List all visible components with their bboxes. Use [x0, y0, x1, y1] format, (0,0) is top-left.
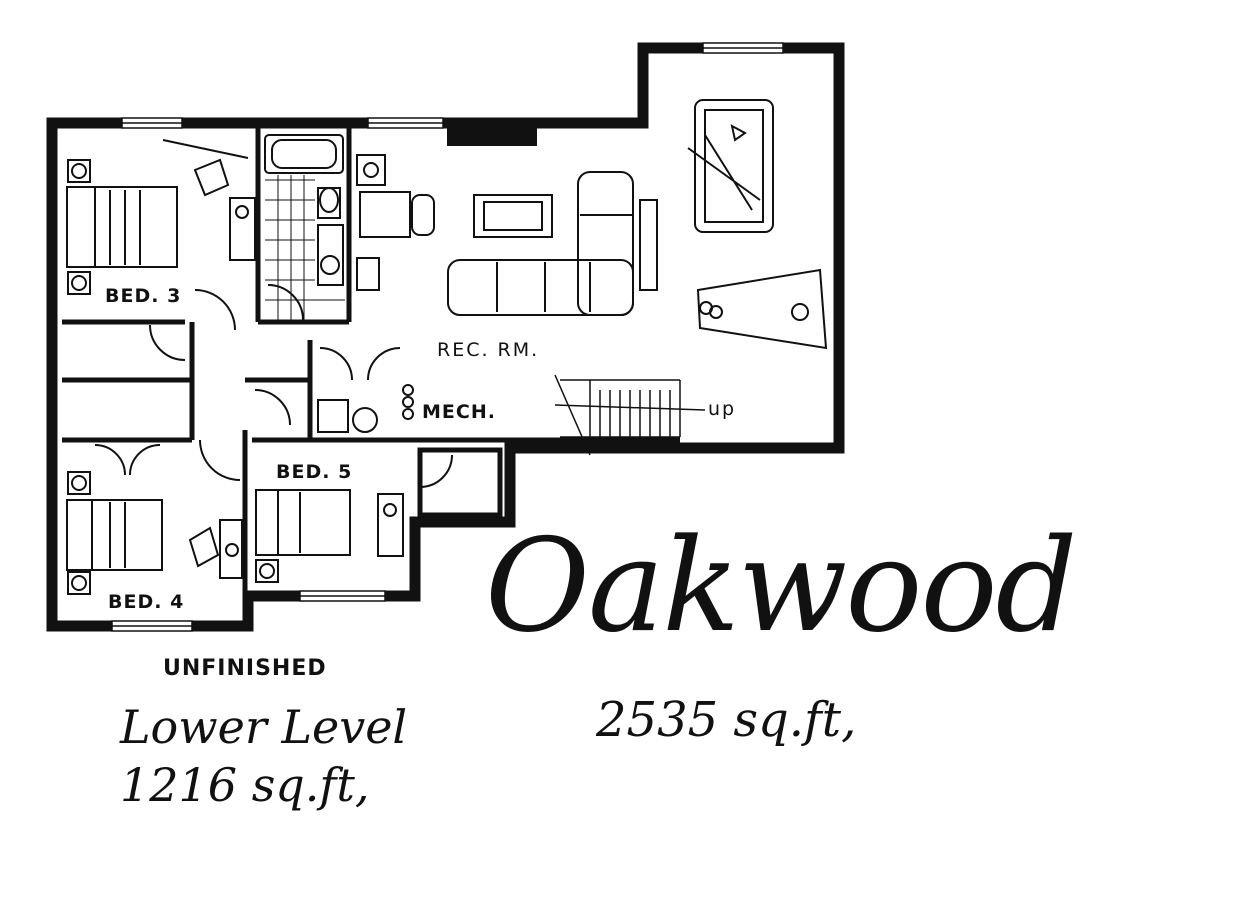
windows: [111, 42, 784, 632]
mech-label: MECH.: [422, 401, 496, 423]
house-name: Oakwood: [485, 512, 1077, 661]
stair-up-label: up: [708, 398, 736, 420]
bathroom-fixtures: [264, 134, 344, 321]
level-status: UNFINISHED: [163, 656, 327, 681]
bed-5-furniture: [255, 454, 453, 583]
exterior-walls: [46, 42, 845, 632]
fireplace: [447, 128, 537, 146]
bed-5-label: BED. 5: [276, 461, 352, 483]
level-area: 1216 sq.ft,: [120, 758, 370, 812]
bed-4-label: BED. 4: [108, 591, 184, 613]
rec-room-furniture: [356, 99, 828, 350]
mech-equipment: [317, 347, 414, 433]
house-total-area: 2535 sq.ft,: [596, 692, 857, 748]
bed-4-furniture: [66, 444, 243, 595]
bathroom-tile: [265, 175, 345, 320]
stairs: [554, 374, 706, 456]
hallway-doors: [149, 289, 291, 481]
interior-walls: [62, 128, 680, 596]
rec-room-label: REC. RM.: [437, 339, 539, 361]
bed-3-label: BED. 3: [105, 285, 181, 307]
level-name: Lower Level: [120, 700, 408, 754]
bed-3-furniture: [66, 139, 256, 295]
